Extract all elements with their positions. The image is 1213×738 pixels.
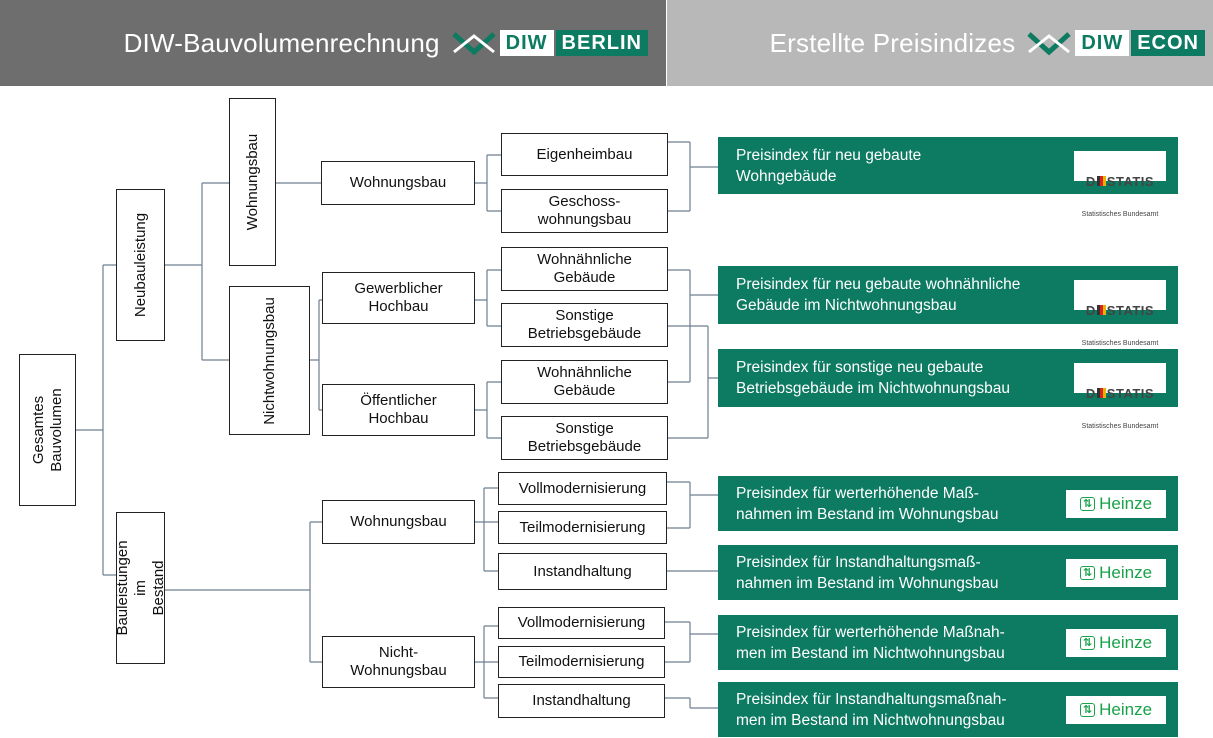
node-sonstige-betriebsgebaeude-2: Sonstige Betriebsgebäude (501, 416, 668, 460)
heinze-logo: ⇅Heinze (1066, 628, 1166, 657)
node-nicht-wohnungsbau: Nicht- Wohnungsbau (322, 636, 475, 688)
heinze-arrows-icon: ⇅ (1079, 496, 1096, 511)
node-wohnungsbau: Wohnungsbau (321, 161, 475, 205)
node-bauleistungen-bestand: Bauleistungen im Bestand (114, 512, 167, 664)
node-vollmodernisierung-2: Vollmodernisierung (498, 607, 665, 639)
index-text: Preisindex für sonstige neu gebaute Betr… (736, 359, 1011, 397)
diw-berlin-logo: DIW BERLIN (451, 29, 648, 57)
header-right-title: Erstellte Preisindizes (769, 27, 1016, 58)
node-wohnungsbau-vertical: Wohnungsbau (229, 98, 276, 266)
index-text: Preisindex für Instandhaltungsmaßnah- me… (736, 690, 1007, 729)
diw-check-icon (451, 32, 496, 56)
index-text: Preisindex für werterhöhende Maß- nahmen… (736, 484, 999, 523)
node-wohnaehnliche-gebaeude-1: Wohnähnliche Gebäude (501, 247, 668, 291)
index-text: Preisindex für werterhöhende Maßnah- men… (736, 623, 1005, 662)
index-text: Preisindex für neu gebaute wohnähnliche … (736, 276, 1021, 314)
node-oeffentlicher-hochbau: Öffentlicher Hochbau (322, 384, 475, 436)
index-werterhoehende-nichtwohnungsbau: Preisindex für werterhöhende Maßnah- men… (718, 615, 1178, 670)
heinze-logo: ⇅Heinze (1066, 558, 1166, 587)
berlin-logo-text: BERLIN (555, 30, 648, 56)
node-instandhaltung-1: Instandhaltung (498, 553, 667, 590)
diw-check-icon (1027, 32, 1071, 56)
heinze-arrows-icon: ⇅ (1079, 635, 1096, 650)
node-nichtwohnungsbau-vertical: Nichtwohnungsbau (229, 286, 310, 435)
node-teilmodernisierung-1: Teilmodernisierung (498, 511, 667, 544)
node-geschosswohnungsbau: Geschoss- wohnungsbau (501, 189, 668, 233)
node-instandhaltung-2: Instandhaltung (498, 684, 665, 718)
node-gesamtes-bauvolumen: Gesamtes Bauvolumen (19, 354, 76, 506)
index-neu-gebaute-wohngebaeude: Preisindex für neu gebaute Wohngebäude D… (718, 137, 1178, 218)
diw-logo-text: DIW (499, 30, 554, 56)
node-gewerblicher-hochbau: Gewerblicher Hochbau (322, 272, 475, 324)
node-vollmodernisierung-1: Vollmodernisierung (498, 472, 667, 505)
heinze-logo: ⇅Heinze (1066, 695, 1166, 724)
node-sonstige-betriebsgebaeude-1: Sonstige Betriebsgebäude (501, 303, 668, 347)
index-werterhoehende-wohnungsbau: Preisindex für werterhöhende Maß- nahmen… (718, 476, 1178, 531)
heinze-logo: ⇅Heinze (1066, 489, 1166, 518)
node-neubauleistung: Neubauleistung (116, 189, 165, 341)
index-instandhaltung-wohnungsbau: Preisindex für Instandhaltungsmaß- nahme… (718, 545, 1178, 600)
index-wohnaehnliche-gebaeude: Preisindex für neu gebaute wohnähnliche … (718, 266, 1178, 347)
heinze-arrows-icon: ⇅ (1079, 565, 1096, 580)
node-wohnungsbau-bestand: Wohnungsbau (322, 500, 475, 544)
header-diw-bauvolumen: DIW-Bauvolumenrechnung DIW BERLIN (0, 0, 666, 86)
header-left-title: DIW-Bauvolumenrechnung (123, 27, 440, 58)
node-teilmodernisierung-2: Teilmodernisierung (498, 646, 665, 678)
heinze-arrows-icon: ⇅ (1079, 702, 1096, 717)
index-instandhaltung-nichtwohnungsbau: Preisindex für Instandhaltungsmaßnah- me… (718, 682, 1178, 737)
header-preisindizes: Erstellte Preisindizes DIW ECON (667, 0, 1213, 86)
diw-logo-text: DIW (1075, 30, 1130, 56)
econ-logo-text: ECON (1131, 30, 1205, 56)
index-sonstige-betriebsgebaeude: Preisindex für sonstige neu gebaute Betr… (718, 349, 1178, 430)
node-wohnaehnliche-gebaeude-2: Wohnähnliche Gebäude (501, 360, 668, 404)
diw-econ-logo: DIW ECON (1027, 29, 1205, 57)
index-text: Preisindex für Instandhaltungsmaß- nahme… (736, 553, 999, 592)
node-eigenheimbau: Eigenheimbau (501, 133, 668, 176)
index-text: Preisindex für neu gebaute Wohngebäude (736, 146, 922, 185)
